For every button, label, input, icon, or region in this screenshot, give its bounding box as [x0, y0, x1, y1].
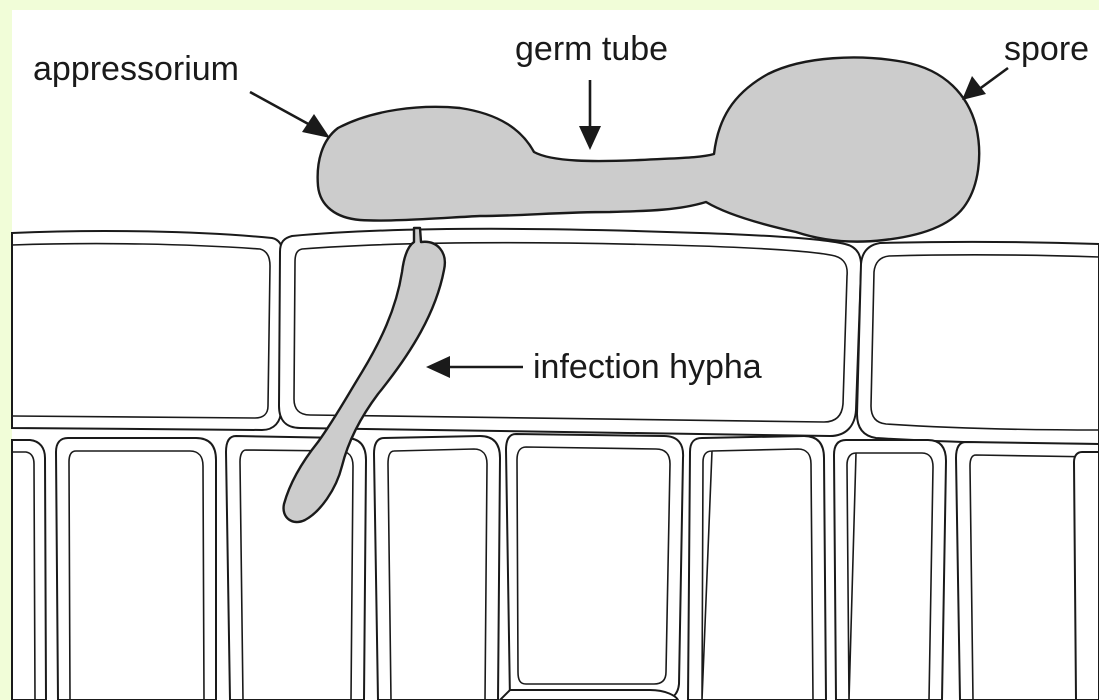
mesophyll-cell [56, 438, 216, 700]
mesophyll-cell [500, 434, 683, 700]
epidermal-cell [857, 242, 1099, 444]
label-spore: spore [1004, 30, 1089, 68]
epidermal-cell [12, 231, 283, 430]
label-appressorium: appressorium [33, 50, 239, 88]
label-infection-hypha: infection hypha [533, 348, 762, 386]
mesophyll-cell [834, 440, 946, 700]
mesophyll-cell [12, 440, 46, 700]
epidermal-cell-row [12, 229, 1099, 444]
label-germ-tube: germ tube [515, 30, 668, 68]
mesophyll-cell-row [12, 434, 1099, 700]
mesophyll-cell [688, 436, 826, 700]
mesophyll-cell [374, 436, 500, 700]
mesophyll-cell [1074, 452, 1099, 700]
